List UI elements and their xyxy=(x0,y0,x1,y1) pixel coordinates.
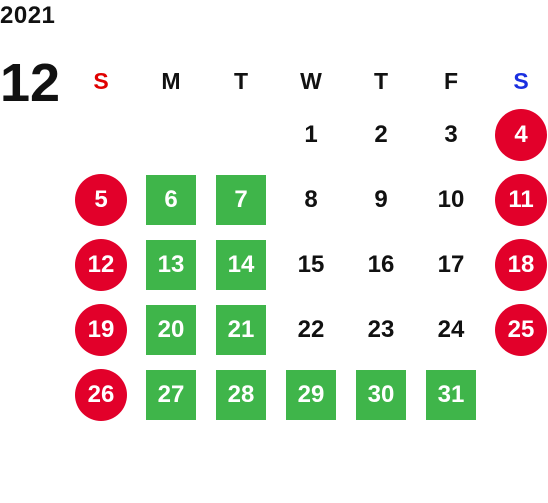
day-cell: 2 xyxy=(346,102,416,167)
weekday-header-sunday: S xyxy=(93,67,109,94)
day-cell: 13 xyxy=(136,232,206,297)
day-cell: 3 xyxy=(416,102,486,167)
day-cell: 14 xyxy=(206,232,276,297)
holiday-day: 30 xyxy=(356,369,406,420)
day-number: 8 xyxy=(304,185,318,213)
day-cell: 24 xyxy=(416,297,486,362)
weekday-header-wednesday: W xyxy=(300,67,322,94)
day-number: 17 xyxy=(437,250,465,278)
day-cell: 27 xyxy=(136,362,206,427)
day-cell: 25 xyxy=(486,297,548,362)
weekend-day: 26 xyxy=(75,368,127,421)
empty-day xyxy=(495,369,547,421)
day-cell: 26 xyxy=(66,362,136,427)
day-cell xyxy=(206,102,276,167)
weekday-header-monday: M xyxy=(161,67,181,94)
day-cell: 15 xyxy=(276,232,346,297)
holiday-day: 21 xyxy=(216,304,266,355)
day-cell: 29 xyxy=(276,362,346,427)
day-cell: 23 xyxy=(346,297,416,362)
day-cell: 7 xyxy=(206,167,276,232)
day-cell: 20 xyxy=(136,297,206,362)
day-cell: 9 xyxy=(346,167,416,232)
empty-day xyxy=(75,109,127,161)
day-cell: 12 xyxy=(66,232,136,297)
weekend-day: 18 xyxy=(495,238,547,291)
day-cell xyxy=(486,362,548,427)
day-number: 16 xyxy=(367,250,395,278)
day-number: 10 xyxy=(437,185,465,213)
weekday-header-saturday: S xyxy=(513,67,529,94)
holiday-day: 28 xyxy=(216,369,266,420)
day-number: 2 xyxy=(374,120,388,148)
day-number: 9 xyxy=(374,185,388,213)
weekend-day: 4 xyxy=(495,108,547,161)
day-number: 3 xyxy=(444,120,458,148)
empty-day xyxy=(145,109,197,161)
holiday-day: 27 xyxy=(146,369,196,420)
calendar-year: 2021 xyxy=(0,2,56,29)
day-cell: 19 xyxy=(66,297,136,362)
weekend-day: 5 xyxy=(75,173,127,226)
day-number: 23 xyxy=(367,315,395,343)
weekday-header-friday: F xyxy=(443,67,459,94)
day-number: 1 xyxy=(304,120,318,148)
empty-day xyxy=(215,109,267,161)
day-cell: 17 xyxy=(416,232,486,297)
day-cell xyxy=(136,102,206,167)
weekday-header-thursday: T xyxy=(373,67,389,94)
weekend-day: 25 xyxy=(495,303,547,356)
day-cell: 22 xyxy=(276,297,346,362)
day-number: 22 xyxy=(297,315,325,343)
holiday-day: 13 xyxy=(146,239,196,290)
day-cell: 28 xyxy=(206,362,276,427)
day-cell: 4 xyxy=(486,102,548,167)
day-cell: 5 xyxy=(66,167,136,232)
weekend-day: 12 xyxy=(75,238,127,291)
holiday-day: 6 xyxy=(146,174,196,225)
day-cell: 10 xyxy=(416,167,486,232)
day-number: 24 xyxy=(437,315,465,343)
day-cell: 8 xyxy=(276,167,346,232)
holiday-day: 14 xyxy=(216,239,266,290)
holiday-day: 20 xyxy=(146,304,196,355)
holiday-day: 31 xyxy=(426,369,476,420)
calendar-month: 12 xyxy=(0,53,61,113)
day-cell: 1 xyxy=(276,102,346,167)
day-number: 15 xyxy=(297,250,325,278)
day-cell: 18 xyxy=(486,232,548,297)
day-cell: 21 xyxy=(206,297,276,362)
day-cell: 6 xyxy=(136,167,206,232)
day-cell: 16 xyxy=(346,232,416,297)
weekend-day: 11 xyxy=(495,173,547,226)
day-cell: 31 xyxy=(416,362,486,427)
day-cell: 11 xyxy=(486,167,548,232)
holiday-day: 7 xyxy=(216,174,266,225)
day-cell xyxy=(66,102,136,167)
day-cell: 30 xyxy=(346,362,416,427)
holiday-day: 29 xyxy=(286,369,336,420)
weekend-day: 19 xyxy=(75,303,127,356)
weekday-header-tuesday: T xyxy=(233,67,249,94)
